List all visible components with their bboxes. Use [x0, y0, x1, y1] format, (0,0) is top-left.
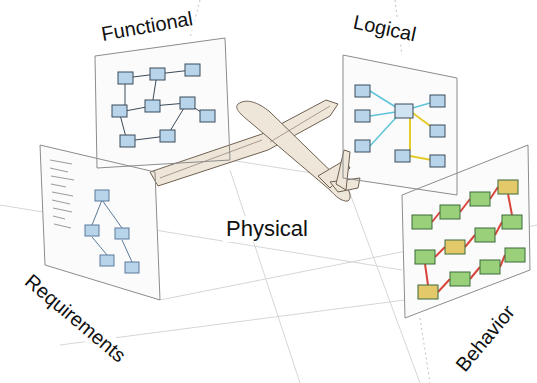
view-panel: Logical	[335, 0, 465, 200]
view-panel: Functional	[85, 8, 235, 173]
view-heading: Functional	[98, 6, 197, 45]
view-heading: Requirements	[18, 268, 131, 368]
view-panel: Behavior	[395, 135, 535, 383]
view-panel: Requirements	[10, 135, 170, 380]
view-heading: Behavior	[450, 299, 521, 377]
view-label: Physical	[223, 216, 311, 241]
view-heading: Logical	[350, 10, 421, 47]
